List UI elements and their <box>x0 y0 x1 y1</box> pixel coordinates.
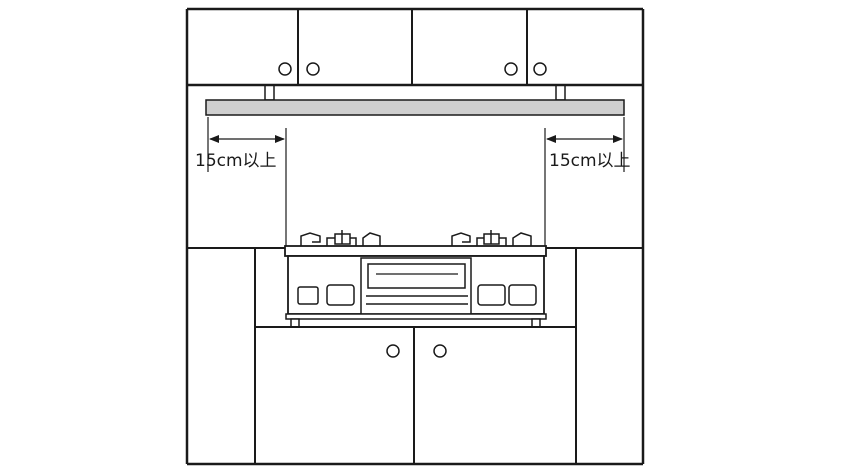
cabinet-knob <box>504 62 518 76</box>
cabinet-knob <box>433 344 447 358</box>
cabinet-knob <box>533 62 547 76</box>
right-control-dial <box>477 284 506 306</box>
gas-stove <box>284 230 547 328</box>
right-clearance-label: 15cm以上 <box>549 151 631 171</box>
range-hood <box>205 84 625 116</box>
left-clearance-label: 15cm以上 <box>195 151 277 171</box>
left-control-button <box>297 286 319 305</box>
cabinet-knob <box>278 62 292 76</box>
right-clearance-dimension <box>544 117 625 248</box>
left-clearance-dimension <box>207 117 287 248</box>
right-control-dial <box>508 284 537 306</box>
right-burner-trivet <box>451 232 532 246</box>
cabinet-knob <box>306 62 320 76</box>
cabinet-knob <box>386 344 400 358</box>
upper-cabinets <box>187 9 643 87</box>
left-control-dial <box>326 284 355 306</box>
lower-center-cabinet <box>255 326 576 464</box>
left-burner-trivet <box>300 232 381 246</box>
